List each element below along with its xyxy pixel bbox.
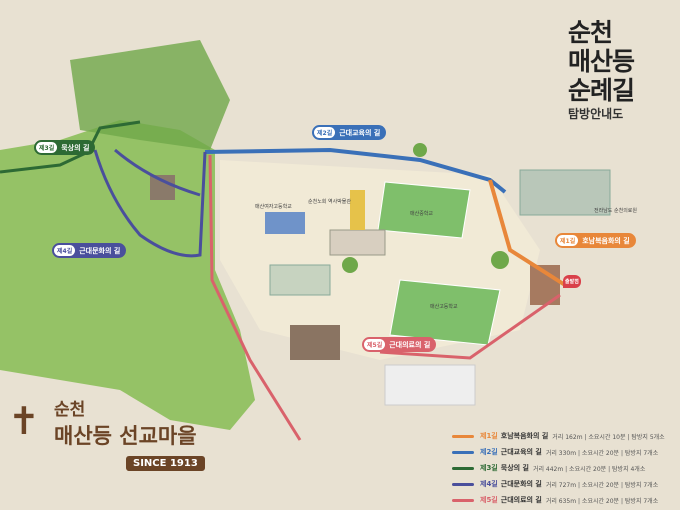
building [265,212,305,234]
route-5-line [208,154,561,441]
legend-swatch [452,498,474,502]
route-4-line [93,148,207,258]
building [350,190,365,230]
route-2-line [204,147,507,194]
legend-swatch [452,482,474,486]
soccer-field-2 [389,279,501,346]
place-hospital: 전라남도 순천의료원 [594,208,637,214]
route-1-line [488,179,567,287]
building [269,264,331,296]
village-logo: ✝ 순천 매산등 선교마을 SINCE 1913 [8,400,228,480]
tree [413,143,427,157]
building [519,169,611,216]
forest [70,40,230,150]
building [150,175,175,200]
tree [491,251,509,269]
place-high-school: 매산고등학교 [430,304,458,310]
legend-swatch [452,450,474,454]
building [329,229,386,256]
legend-swatch [452,466,474,470]
map-title: 순천 매산등 순례길 탐방안내도 [568,18,635,121]
place-museum: 순천노회 역사박물관 [308,199,351,205]
place-middle-school: 매산중학교 [410,211,434,217]
legend-swatch [452,434,474,438]
building [290,325,340,360]
green-hill [0,120,255,430]
cross-icon: ✝ [8,399,40,443]
building [384,364,476,406]
place-girls-high: 매산여자고등학교 [255,204,292,210]
soccer-field-1 [377,181,471,239]
start-marker[interactable]: 출발점 [563,275,581,288]
tree [342,257,358,273]
